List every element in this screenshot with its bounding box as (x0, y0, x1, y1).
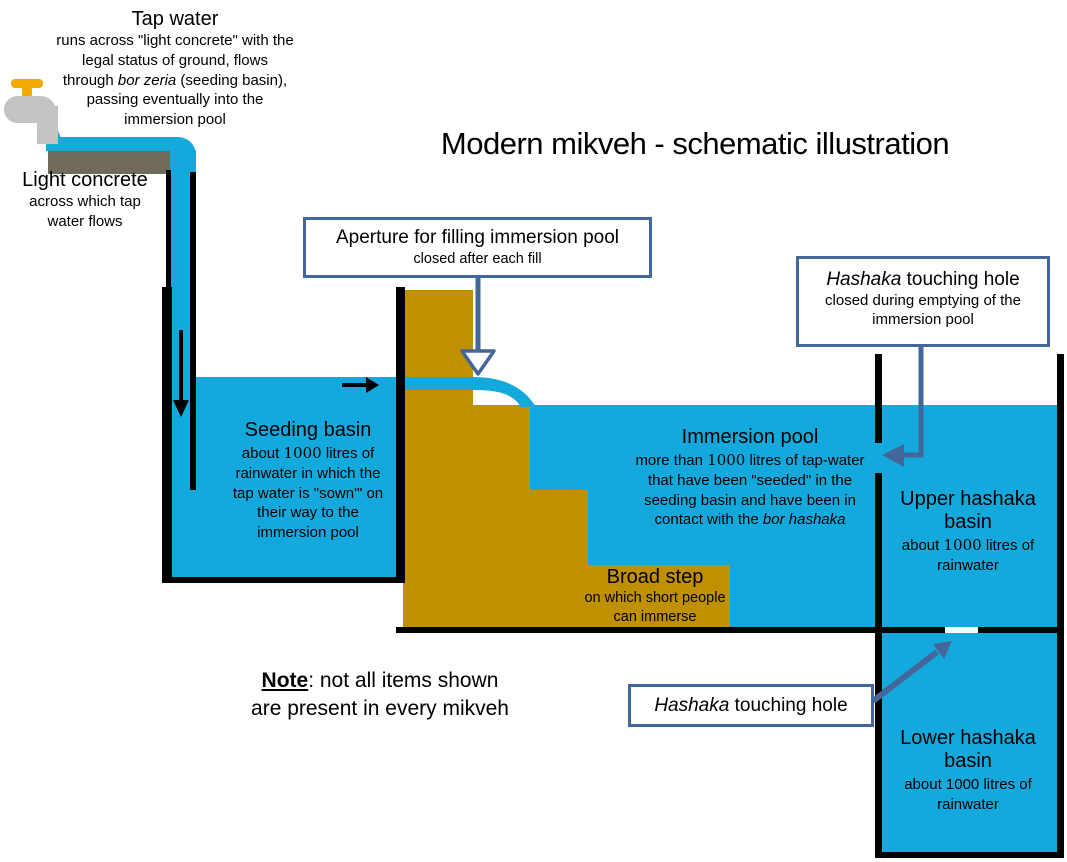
tap-water-stream-horizontal (46, 137, 178, 151)
faucet-handle-icon (11, 79, 43, 88)
light-concrete-label: Light concrete across which tap water fl… (6, 169, 164, 232)
aperture-callout-heading: Aperture for filling immersion pool (335, 227, 619, 248)
basin-flow-arrow-head (366, 377, 379, 393)
light-concrete-bar (48, 151, 170, 174)
lower-hashaka-basin-label: Lower hashaka basin about 1000 litres of… (886, 727, 1050, 815)
light-concrete-description: across which tap water flows (29, 193, 141, 230)
seeding-basin-floor (162, 577, 405, 583)
channel-right-line (190, 172, 196, 490)
pool-right-wall-above-hole (875, 354, 882, 443)
stair-step-middle (403, 490, 588, 565)
broad-step-description: on which short people can immerse (584, 590, 726, 626)
immersion-pool-floor (396, 627, 945, 633)
upper-hashaka-heading: Upper hashaka basin (900, 488, 1036, 533)
lower-basin-floor (875, 852, 1064, 858)
upper-hashaka-description: about 1000 litres of rainwater (901, 536, 1035, 574)
aperture-callout-subtext: closed after each fill (413, 250, 542, 267)
basin-divider-right-of-hole (978, 627, 1064, 633)
lower-hashaka-heading: Lower hashaka basin (900, 727, 1036, 772)
hashaka-upper-callout-heading: Hashaka touching hole (826, 269, 1020, 290)
aperture-wall-lower-block (403, 390, 473, 405)
channel-left-line (166, 170, 171, 290)
tap-water-label: Tap water runs across "light concrete" w… (56, 8, 294, 130)
seeding-basin-description: about 1000 litres of rainwater in which … (232, 444, 384, 542)
aperture-pipe-water (397, 377, 473, 390)
broad-step-label: Broad step on which short people can imm… (575, 566, 735, 627)
hashaka-lower-callout-box: Hashaka touching hole (628, 684, 874, 727)
note-line1: Note: not all items shown (261, 669, 499, 692)
seeding-basin-label: Seeding basin about 1000 litres of rainw… (229, 419, 387, 543)
tap-water-description: runs across "light concrete" with the le… (56, 32, 294, 129)
upper-hashaka-basin-label: Upper hashaka basin about 1000 litres of… (886, 488, 1050, 576)
note-line2: are present in every mikveh (251, 696, 509, 720)
faucet-handle-stem (22, 86, 32, 99)
page-title: Modern mikveh - schematic illustration (440, 126, 950, 161)
lower-hashaka-description: about 1000 litres of rainwater (904, 776, 1032, 813)
outer-right-wall (1057, 354, 1064, 858)
light-concrete-heading: Light concrete (22, 169, 148, 191)
channel-flow-arrow-shaft (179, 330, 183, 402)
aperture-callout-box: Aperture for filling immersion pool clos… (303, 217, 652, 278)
basin-flow-arrow-shaft (342, 383, 368, 387)
channel-flow-arrow-head (173, 400, 189, 417)
broad-step-block (403, 565, 730, 627)
seeding-basin-water (170, 377, 398, 578)
note-text: Note: not all items shown are present in… (235, 667, 525, 722)
stair-step-top (403, 405, 530, 490)
immersion-pool-label: Immersion pool more than 1000 litres of … (635, 426, 865, 530)
seeding-basin-left-wall (162, 287, 172, 583)
hashaka-upper-callout-subtext: closed during emptying of the immersion … (825, 291, 1021, 328)
seeding-basin-heading: Seeding basin (244, 419, 372, 441)
immersion-pool-description: more than 1000 litres of tap-water that … (635, 451, 865, 529)
broad-step-heading: Broad step (606, 566, 704, 588)
hashaka-upper-callout-box: Hashaka touching hole closed during empt… (796, 256, 1050, 347)
pool-right-wall-below-hole (875, 473, 882, 858)
faucet-spout-icon (37, 106, 58, 144)
aperture-wall-upper-block (403, 290, 473, 377)
tap-water-heading: Tap water (131, 8, 219, 30)
hashaka-lower-callout-heading: Hashaka touching hole (654, 694, 848, 716)
seeding-basin-right-wall (396, 287, 405, 583)
immersion-pool-heading: Immersion pool (681, 426, 819, 448)
